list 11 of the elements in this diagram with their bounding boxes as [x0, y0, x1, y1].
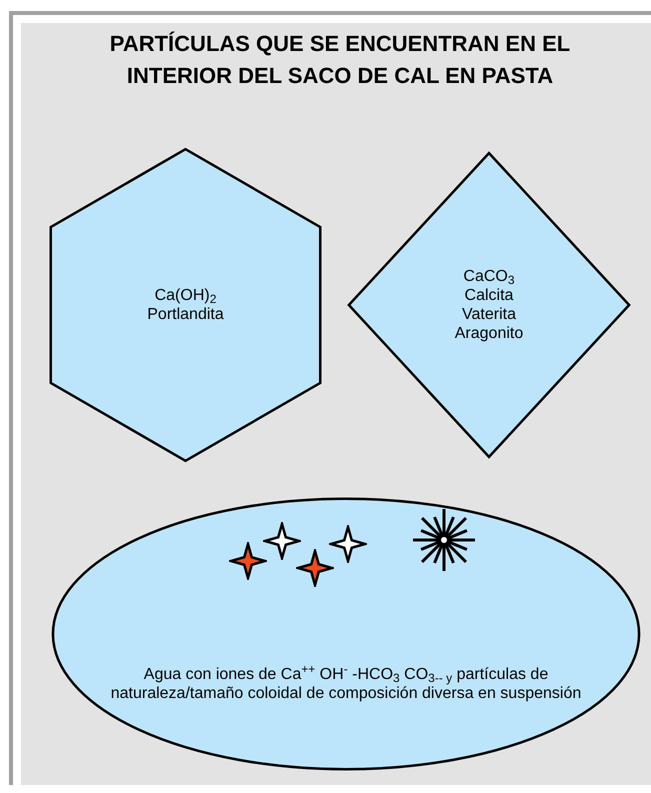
ellipse-shape — [50, 496, 642, 772]
node-text: Aragonito — [454, 324, 524, 343]
node-text: Ca(OH)$_{2}$ — [154, 286, 216, 305]
hexagon-shape — [48, 146, 323, 464]
title: PARTÍCULAS QUE SE ENCUENTRAN EN EL INTERIOR DEL SACO DE CAL EN PASTA — [108, 30, 572, 90]
node-text: Portlandita — [147, 305, 224, 324]
node-text: Calcita — [464, 286, 514, 305]
node-text: CaCO$_{3}$ — [463, 267, 515, 286]
node-text: Agua con iones de Ca$^{++}$ OH$^{-}$ -HCO$_{3}$ CO$_{3-- y}$ partículas de naturaleza/tamaño coloidal de composición diversa en suspensión — [110, 665, 582, 703]
node-text: Vaterita — [462, 305, 516, 324]
diamond-shape — [346, 150, 632, 460]
